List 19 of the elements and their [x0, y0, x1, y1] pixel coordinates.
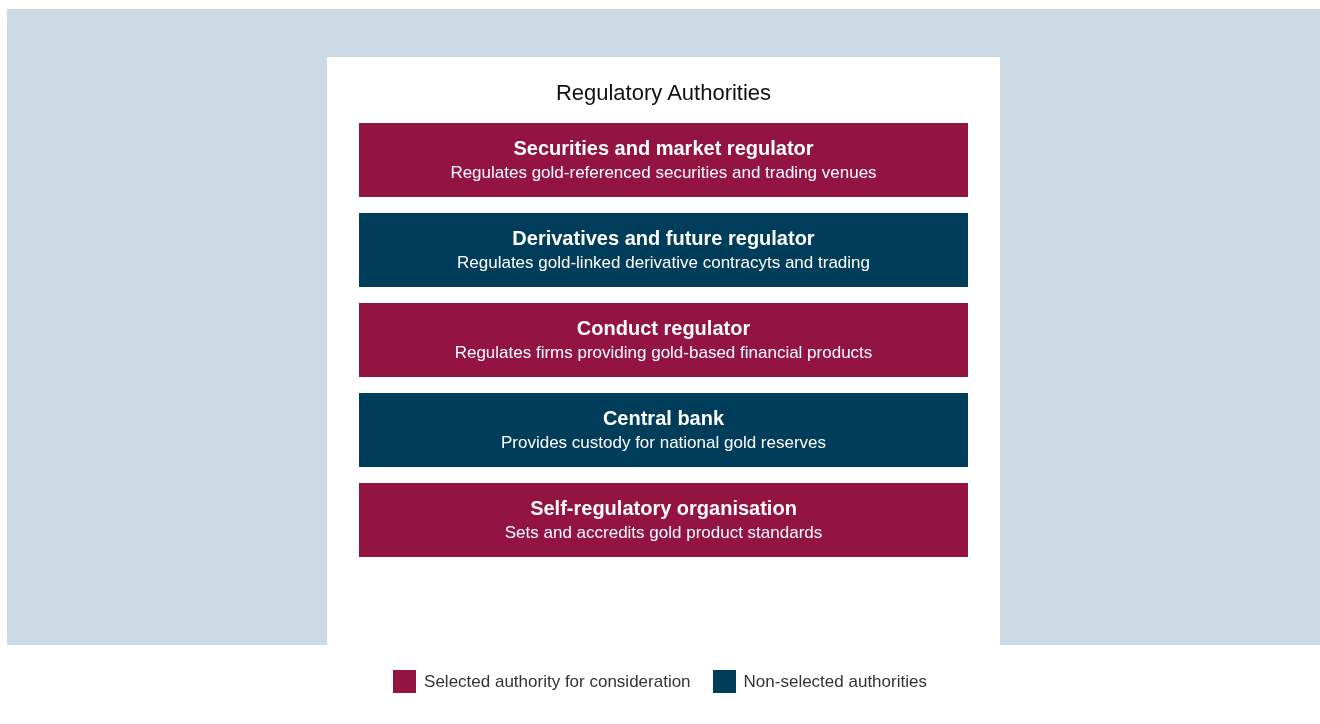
legend-label: Selected authority for consideration	[424, 671, 691, 693]
authority-name: Central bank	[602, 406, 725, 431]
authority-box	[359, 483, 968, 557]
panel-title: Regulatory Authorities	[554, 79, 773, 107]
authority-box	[359, 213, 968, 287]
authority-name: Securities and market regulator	[513, 136, 814, 161]
authority-name: Derivatives and future regulator	[512, 226, 815, 251]
authority-name: Conduct regulator	[576, 316, 751, 341]
authority-box	[359, 123, 968, 197]
authority-name: Self-regulatory organisation	[530, 496, 797, 521]
authority-description: Sets and accredits gold product standards	[504, 522, 823, 544]
authority-description: Provides custody for national gold reserves	[500, 432, 827, 454]
authority-description: Regulates gold-referenced securities and trading venues	[450, 162, 877, 184]
legend-label: Non-selected authorities	[743, 671, 927, 693]
authority-description: Regulates firms providing gold-based financial products	[454, 342, 873, 364]
authority-box	[359, 393, 968, 467]
authority-description: Regulates gold-linked derivative contracyts and trading	[457, 252, 870, 274]
authority-box	[359, 303, 968, 377]
panel-card	[327, 57, 1000, 645]
